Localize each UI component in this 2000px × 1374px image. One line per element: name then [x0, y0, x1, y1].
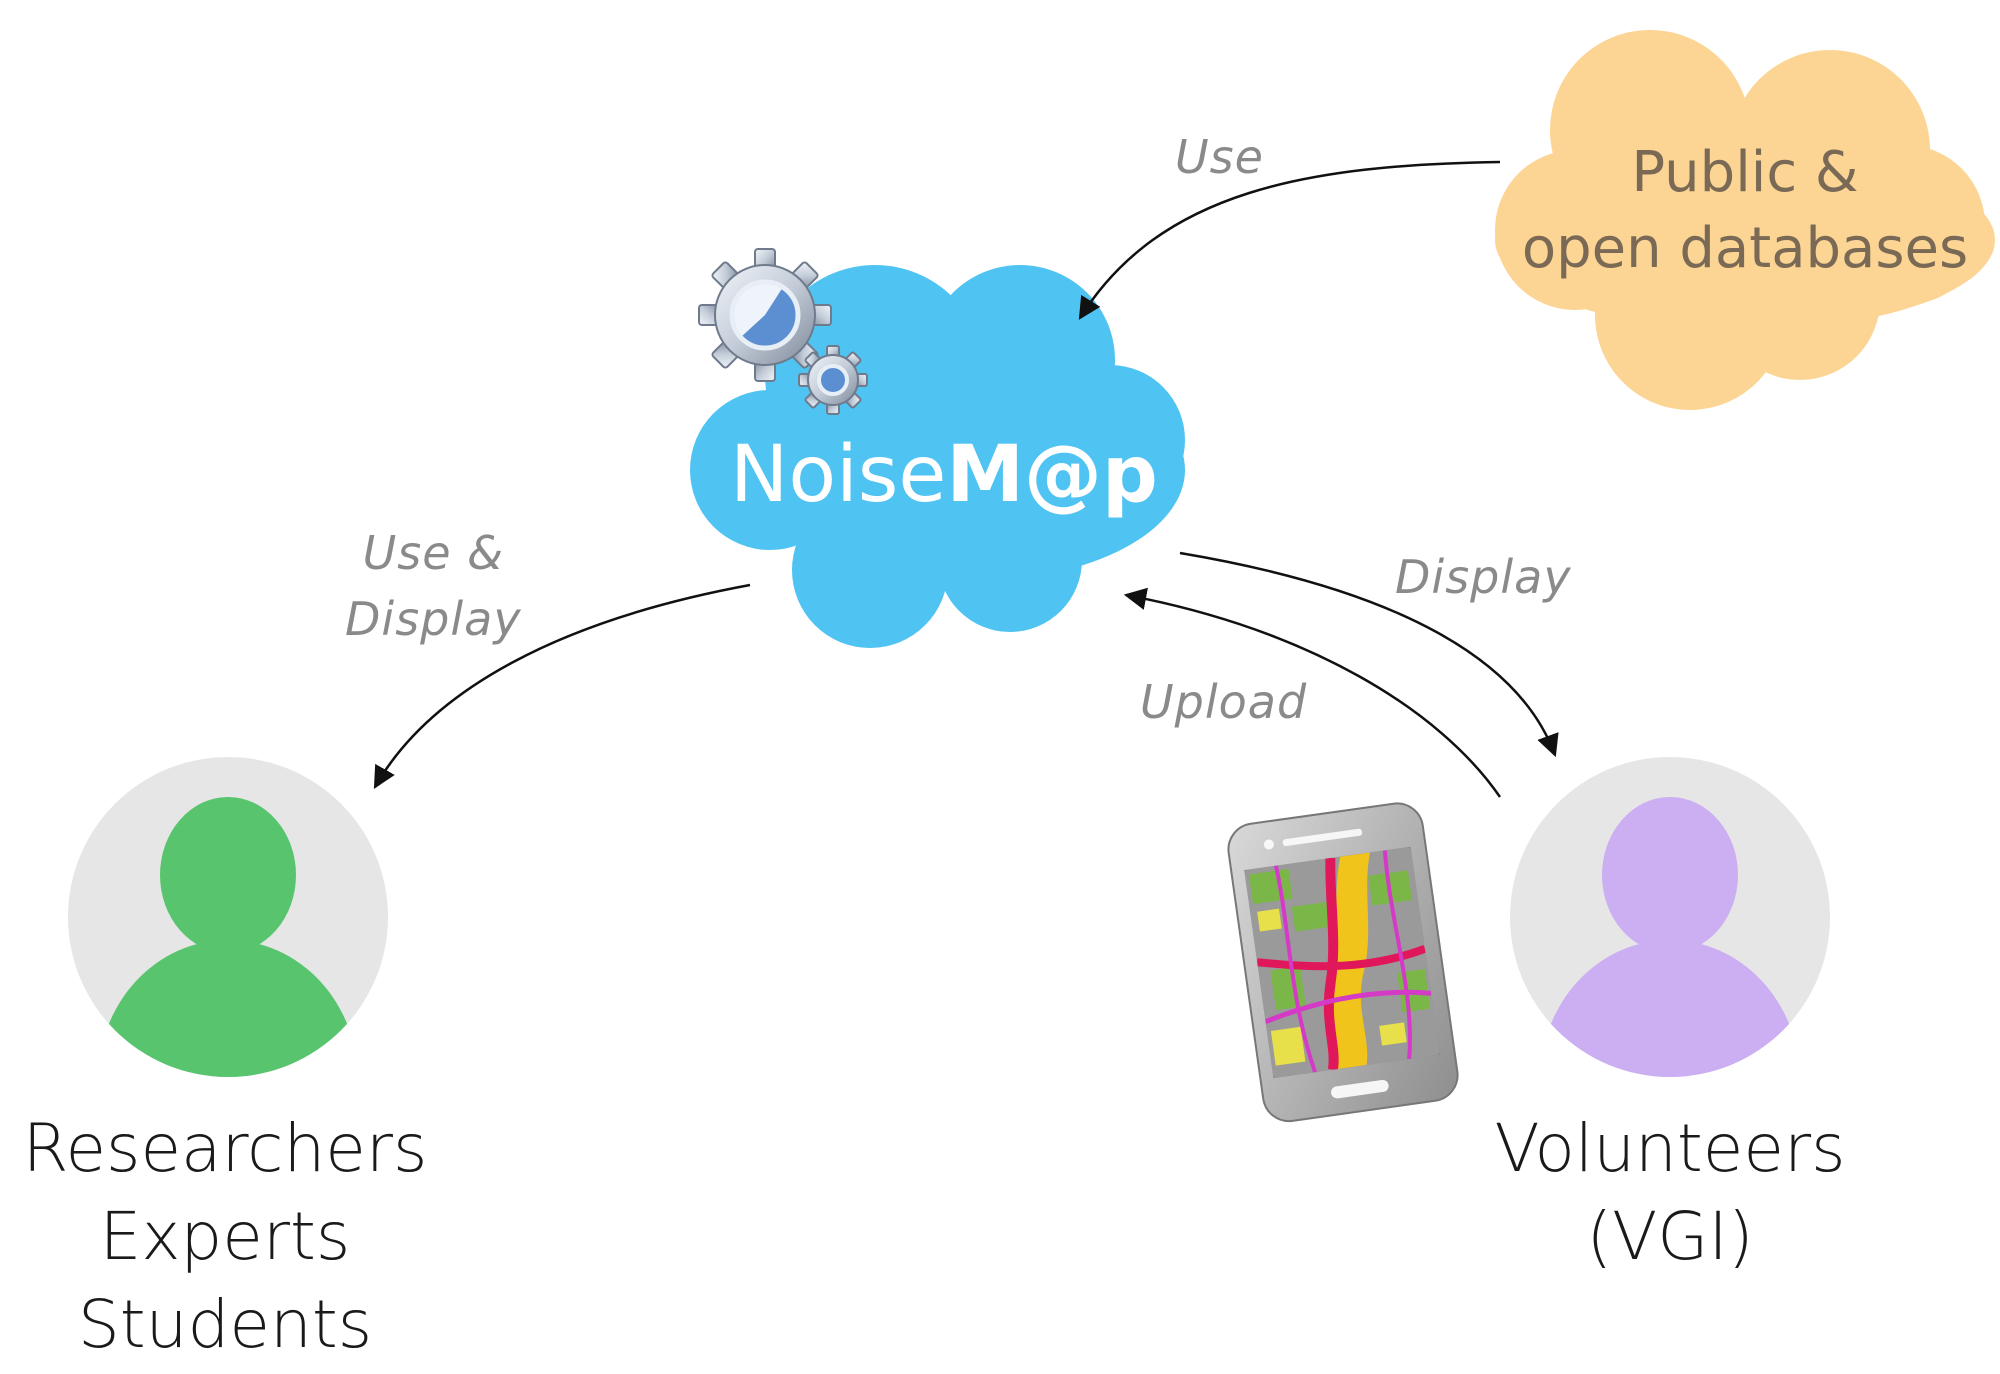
user-icon	[98, 797, 358, 1077]
volunteers-label-line1: Volunteers	[1494, 1110, 1846, 1187]
database-cloud	[1495, 30, 1995, 410]
arrow-db-to-center	[1078, 160, 1501, 320]
database-label: Public & open databases	[1510, 135, 1980, 287]
edge-label-use: Use	[1175, 130, 1264, 184]
gears-icon	[698, 248, 868, 415]
database-label-line1: Public &	[1631, 140, 1859, 205]
arrow-center-to-researchers	[373, 583, 751, 789]
researcher-avatar	[68, 757, 388, 1077]
brand-name-bold: M@p	[946, 430, 1158, 520]
brand-name-light: Noise	[730, 430, 947, 520]
edge-label-use-display: Use & Display	[345, 520, 522, 652]
researchers-label-line1: Researchers	[22, 1110, 428, 1187]
user-icon	[1540, 797, 1800, 1077]
edge-label-use-display-line1: Use &	[362, 526, 504, 580]
arrow-center-to-volunteers	[1179, 551, 1559, 758]
noisemap-logo-text: NoiseM@p	[730, 430, 1158, 520]
researchers-label-line2: Experts	[99, 1198, 351, 1275]
edge-label-display: Display	[1395, 550, 1572, 604]
edge-label-upload: Upload	[1140, 675, 1308, 729]
smartphone-map-icon	[1227, 802, 1459, 1123]
researchers-label: Researchers Experts Students	[0, 1105, 450, 1369]
volunteers-label: Volunteers (VGI)	[1440, 1105, 1900, 1281]
researchers-label-line3: Students	[77, 1286, 373, 1363]
volunteers-label-line2: (VGI)	[1586, 1198, 1754, 1275]
arrow-volunteers-to-center	[1123, 587, 1502, 798]
volunteer-avatar	[1510, 757, 1830, 1077]
edge-label-use-display-line2: Display	[345, 592, 522, 646]
database-label-line2: open databases	[1521, 216, 1969, 281]
